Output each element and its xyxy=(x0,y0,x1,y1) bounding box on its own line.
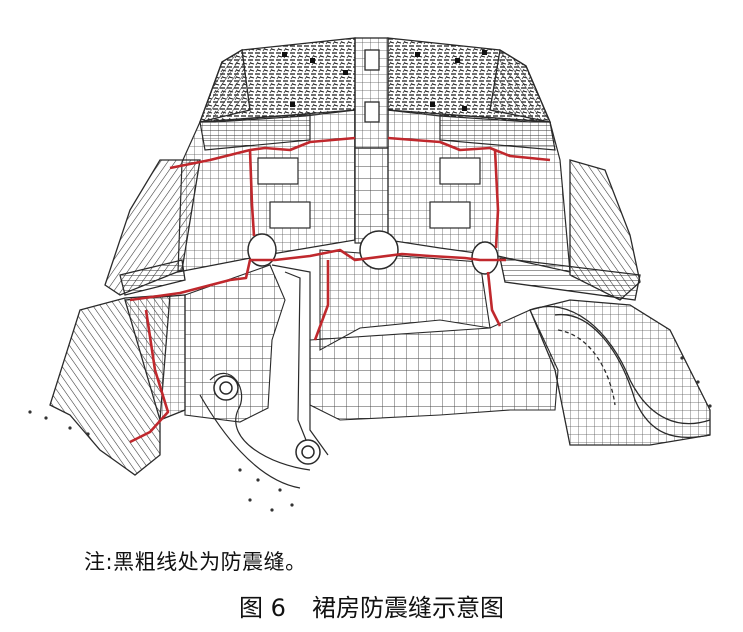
right-outer-wing xyxy=(499,159,711,446)
seismic-joint-mid-right xyxy=(493,149,500,249)
seismic-joint-upper-left xyxy=(169,136,356,170)
left-outer-wing xyxy=(49,159,201,476)
seismic-joints xyxy=(129,136,551,444)
upper-tier-right-roof xyxy=(489,48,552,123)
upper-tier-left-roof xyxy=(198,48,251,123)
left-stair-band xyxy=(199,113,311,151)
lower-podium xyxy=(184,249,559,423)
right-lower-block xyxy=(529,299,711,446)
figure-caption: 图 6 裙房防震缝示意图 xyxy=(0,588,743,623)
scatter-points xyxy=(28,356,712,512)
middle-core xyxy=(354,147,389,244)
seismic-joint-mid-left xyxy=(248,149,256,237)
seismic-joint-upper-right xyxy=(387,136,551,162)
seismic-joint-right-lower xyxy=(486,271,502,327)
podium-left xyxy=(184,264,286,423)
left-round-hall xyxy=(247,233,277,267)
seismic-joint-center xyxy=(313,260,330,341)
floor-plan-diagram xyxy=(10,10,733,520)
right-round-hall xyxy=(471,241,499,275)
round-features xyxy=(213,230,499,465)
seismic-joint-ring xyxy=(129,248,506,302)
curved-ramp xyxy=(529,305,711,439)
upper-columns xyxy=(282,50,487,111)
center-dome xyxy=(359,230,399,270)
figure-title: 裙房防震缝示意图 xyxy=(311,594,504,622)
figure-number: 图 6 xyxy=(239,594,286,622)
seismic-joint-left-lower xyxy=(129,309,170,444)
figure-note: 注:黑粗线处为防震缝。 xyxy=(84,550,307,574)
middle-tier xyxy=(177,109,571,273)
right-stair-band xyxy=(439,113,556,151)
podium-lower-grid xyxy=(309,309,559,421)
access-roads xyxy=(199,264,329,489)
